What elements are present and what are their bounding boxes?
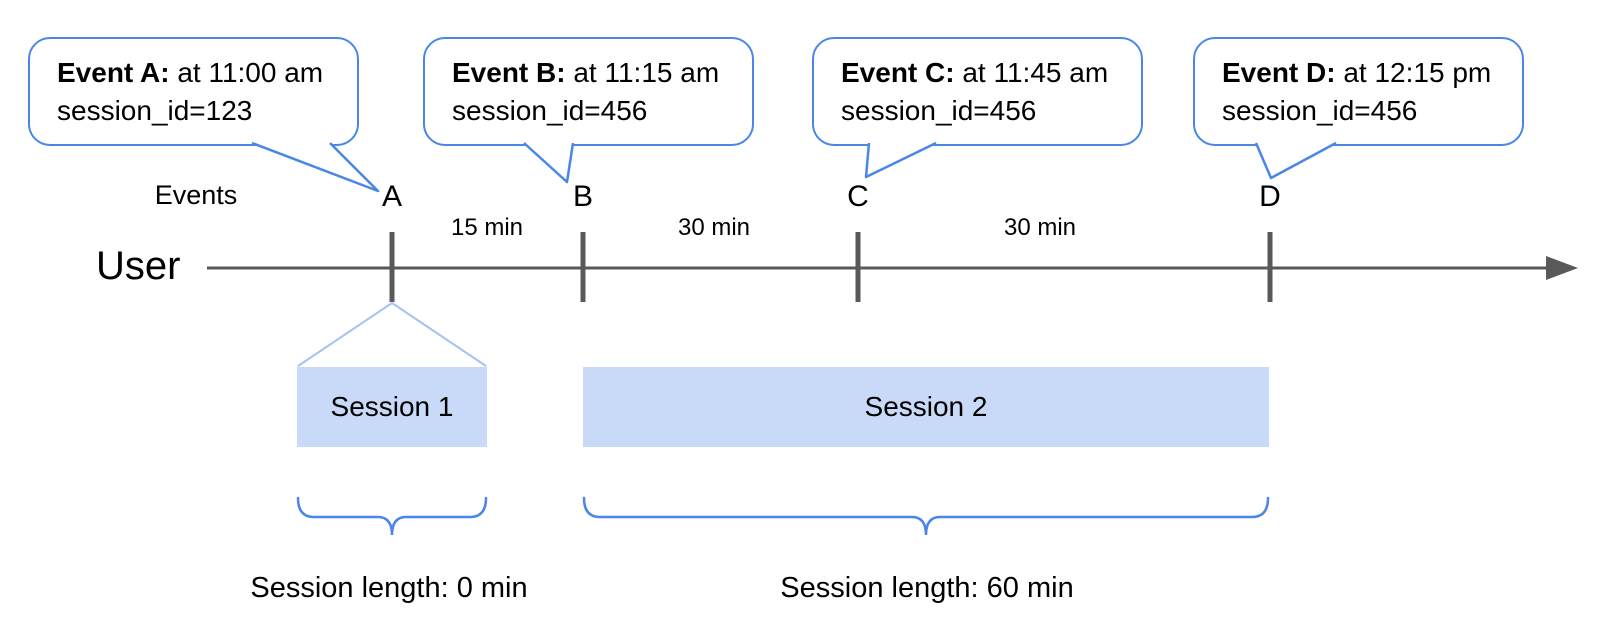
callout-tail-d	[1254, 141, 1337, 180]
callout-event-a: Event A: at 11:00 am session_id=123	[28, 37, 359, 146]
event-b-title: Event B:	[452, 57, 566, 88]
callout-event-d: Event D: at 12:15 pm session_id=456	[1193, 37, 1524, 146]
session-2-box: Session 2	[583, 367, 1269, 447]
arrowhead-icon	[1546, 256, 1578, 280]
event-a-session-id: session_id=123	[57, 95, 253, 126]
event-d-title: Event D:	[1222, 57, 1336, 88]
event-a-time: at 11:00 am	[169, 57, 324, 88]
event-b-session-id: session_id=456	[452, 95, 648, 126]
session-1-length-label: Session length: 0 min	[250, 572, 528, 604]
event-label-b: B	[572, 180, 594, 213]
event-label-d: D	[1259, 180, 1281, 213]
session-2-brace	[582, 496, 1270, 536]
callout-tail-c	[864, 141, 937, 179]
event-c-time: at 11:45 am	[954, 57, 1109, 88]
session-1-box: Session 1	[297, 367, 487, 447]
callout-event-a-line1: Event A: at 11:00 am	[57, 54, 357, 92]
callout-event-b-line1: Event B: at 11:15 am	[452, 54, 752, 92]
event-c-title: Event C:	[841, 57, 955, 88]
interval-a-b: 15 min	[450, 214, 524, 241]
session-1-label: Session 1	[330, 391, 454, 422]
callout-tail-b	[523, 142, 575, 184]
session-2-length-label: Session length: 60 min	[780, 572, 1074, 604]
session-1-funnel-right	[391, 302, 487, 367]
event-d-time: at 12:15 pm	[1335, 57, 1492, 88]
events-row-label: Events	[154, 180, 238, 210]
event-d-session-id: session_id=456	[1222, 95, 1418, 126]
interval-c-d: 30 min	[1003, 214, 1077, 241]
event-label-c: C	[847, 180, 869, 213]
event-label-a: A	[381, 180, 403, 213]
session-1-brace	[296, 496, 488, 536]
callout-tail-a	[251, 141, 380, 193]
event-a-title: Event A:	[57, 57, 170, 88]
event-b-time: at 11:15 am	[565, 57, 720, 88]
interval-b-c: 30 min	[677, 214, 751, 241]
callout-event-d-line1: Event D: at 12:15 pm	[1222, 54, 1522, 92]
callout-event-c: Event C: at 11:45 am session_id=456	[812, 37, 1143, 146]
event-c-session-id: session_id=456	[841, 95, 1037, 126]
callout-event-c-line1: Event C: at 11:45 am	[841, 54, 1141, 92]
user-axis-label: User	[96, 244, 181, 288]
session-2-label: Session 2	[864, 391, 988, 422]
callout-event-b: Event B: at 11:15 am session_id=456	[423, 37, 754, 146]
session-1-funnel-left	[297, 302, 393, 367]
